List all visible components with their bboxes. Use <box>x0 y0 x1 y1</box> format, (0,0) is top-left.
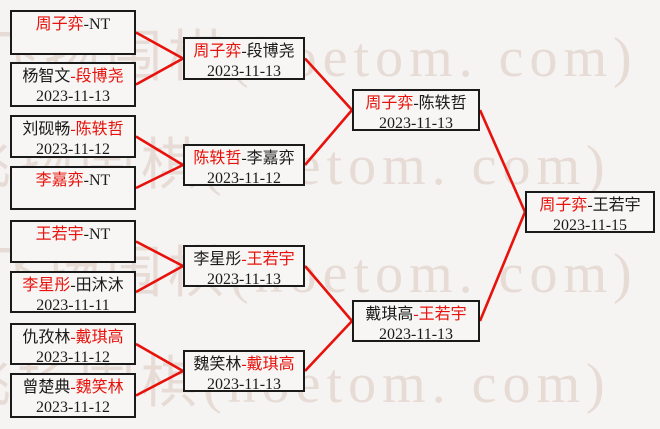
match-date: 2023-11-12 <box>35 349 111 366</box>
player1: 周子弈 <box>193 43 242 60</box>
connector-line <box>304 265 353 322</box>
player2: -魏笑林 <box>70 379 124 396</box>
match-date: 2023-11-13 <box>206 63 282 80</box>
connector-line <box>135 342 184 373</box>
player2: -陈轶哲 <box>413 95 467 112</box>
match-players: 周子弈-NT <box>36 15 111 35</box>
match-players: 周子弈-王若宇 <box>539 196 640 216</box>
connector-line <box>304 57 353 111</box>
player1: 杨智文 <box>22 68 71 85</box>
match-box: 陈轶哲-李嘉弈 2023-11-12 <box>183 144 305 187</box>
connector-line <box>304 109 353 166</box>
match-date: 2023-11-13 <box>35 88 111 105</box>
match-date: 2023-11-11 <box>36 297 110 314</box>
match-players: 曾楚典-魏笑林 <box>22 378 123 398</box>
match-date: 2023-11-13 <box>378 115 454 132</box>
match-box: 仇孜林-戴琪高 2023-11-12 <box>10 323 136 366</box>
player2: -段博尧 <box>241 43 295 60</box>
match-box: 杨智文-段博尧 2023-11-13 <box>10 62 136 107</box>
match-date: 2023-11-13 <box>206 271 282 288</box>
player1: 王若宇 <box>35 226 84 243</box>
player1: 魏笑林 <box>193 356 242 373</box>
player2: -NT <box>83 172 111 189</box>
match-box: 刘砚畅-陈轶哲 2023-11-12 <box>10 115 136 158</box>
player1: 李星彤 <box>22 277 71 294</box>
player1: 陈轶哲 <box>193 150 242 167</box>
player2: -王若宇 <box>587 197 641 214</box>
player2: -王若宇 <box>241 251 295 268</box>
match-players: 周子弈-段博尧 <box>193 42 294 62</box>
match-box: 李嘉弈-NT <box>10 166 136 210</box>
player2: -NT <box>83 226 111 243</box>
match-date: 2023-11-12 <box>35 399 111 416</box>
player1: 李嘉弈 <box>35 172 84 189</box>
match-players: 李嘉弈-NT <box>36 171 111 191</box>
player2: -田沐沐 <box>70 277 124 294</box>
player1: 周子弈 <box>35 16 84 33</box>
match-players: 周子弈-陈轶哲 <box>365 94 466 114</box>
connector-line <box>135 31 184 60</box>
match-box: 曾楚典-魏笑林 2023-11-12 <box>10 373 136 418</box>
match-players: 杨智文-段博尧 <box>22 67 123 87</box>
match-players: 戴琪高-王若宇 <box>365 305 466 325</box>
match-box: 周子弈-王若宇 2023-11-15 <box>525 191 655 234</box>
connector-line <box>135 135 184 167</box>
player1: 曾楚典 <box>22 379 71 396</box>
connector-line <box>478 109 527 213</box>
match-box: 王若宇-NT <box>10 220 136 263</box>
match-players: 李星彤-王若宇 <box>193 250 294 270</box>
match-date: 2023-11-12 <box>35 141 111 158</box>
player2: -段博尧 <box>70 68 124 85</box>
player2: -陈轶哲 <box>70 121 124 138</box>
match-players: 王若宇-NT <box>36 225 111 245</box>
match-date: 2023-11-12 <box>206 170 282 187</box>
player2: -李嘉弈 <box>241 150 295 167</box>
match-players: 仇孜林-戴琪高 <box>22 328 123 348</box>
player1: 戴琪高 <box>365 306 414 323</box>
match-date: 2023-11-15 <box>552 217 628 234</box>
connector-line <box>135 57 184 86</box>
player2: -王若宇 <box>413 306 467 323</box>
match-box: 周子弈-NT <box>10 10 136 55</box>
match-players: 李星彤-田沐沐 <box>22 276 123 296</box>
player2: -戴琪高 <box>241 356 295 373</box>
connector-line <box>304 320 353 372</box>
player2: -NT <box>83 16 111 33</box>
connector-line <box>135 163 184 190</box>
match-players: 陈轶哲-李嘉弈 <box>193 149 294 169</box>
match-players: 魏笑林-戴琪高 <box>193 355 294 375</box>
match-players: 刘砚畅-陈轶哲 <box>22 120 123 140</box>
match-box: 周子弈-陈轶哲 2023-11-13 <box>352 89 480 132</box>
connector-line <box>135 264 184 294</box>
player1: 刘砚畅 <box>22 121 71 138</box>
connector-line <box>135 240 184 268</box>
match-box: 李星彤-田沐沐 2023-11-11 <box>10 271 136 314</box>
connector-line <box>478 211 527 322</box>
match-date: 2023-11-13 <box>206 376 282 393</box>
match-box: 周子弈-段博尧 2023-11-13 <box>183 37 305 80</box>
player1: 李星彤 <box>193 251 242 268</box>
match-box: 李星彤-王若宇 2023-11-13 <box>183 245 305 288</box>
match-box: 魏笑林-戴琪高 2023-11-13 <box>183 350 305 393</box>
player2: -戴琪高 <box>70 329 124 346</box>
player1: 周子弈 <box>539 197 588 214</box>
match-box: 戴琪高-王若宇 2023-11-13 <box>352 300 480 343</box>
connector-line <box>135 369 184 397</box>
player1: 周子弈 <box>365 95 414 112</box>
player1: 仇孜林 <box>22 329 71 346</box>
match-date: 2023-11-13 <box>378 326 454 343</box>
